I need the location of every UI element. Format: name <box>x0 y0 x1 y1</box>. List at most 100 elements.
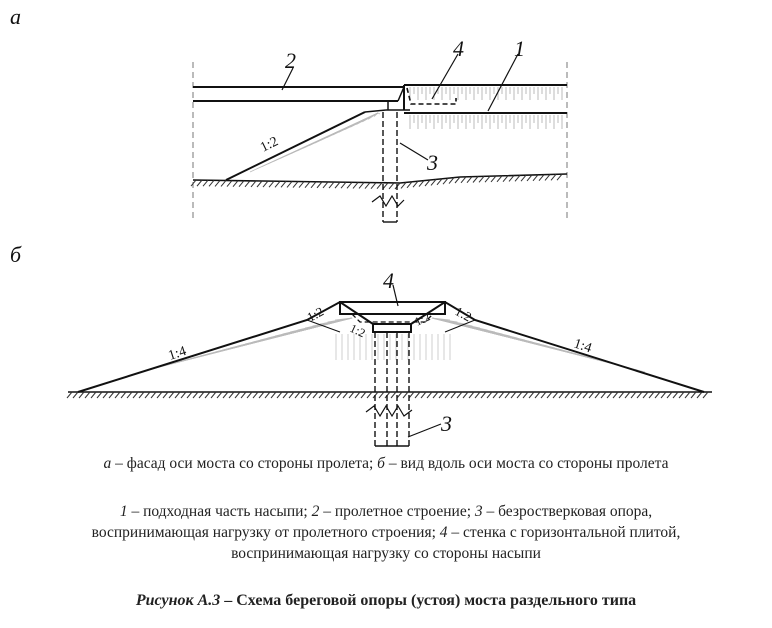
figure-title: – Схема береговой опоры (устоя) моста ра… <box>220 592 637 609</box>
soil-hatch <box>102 391 109 399</box>
soil-hatch <box>544 174 551 181</box>
soil-hatch <box>582 391 589 399</box>
soil-hatch <box>496 175 503 183</box>
soil-hatch <box>298 181 305 188</box>
legend-text-2: – пролетное строение; <box>319 503 475 520</box>
soil-hatch <box>240 391 247 399</box>
legend-line-2: воспринимающая нагрузку от пролетного ст… <box>0 524 772 542</box>
leader-1 <box>487 53 519 112</box>
soil-hatch <box>522 391 529 399</box>
soil-hatch <box>318 391 325 399</box>
soil-hatch <box>288 391 295 399</box>
soil-hatch <box>244 180 251 188</box>
soil-hatch <box>678 391 685 399</box>
soil-hatch <box>444 391 451 399</box>
slope-left-upper-label: 1:2 <box>304 304 326 325</box>
panel-a-facade: а <box>10 4 568 223</box>
soil-hatch <box>262 180 269 188</box>
soil-hatch <box>474 391 481 399</box>
soil-hatch <box>168 391 175 399</box>
soil-hatch <box>300 391 307 399</box>
soil-hatch <box>264 391 271 399</box>
callout-1: 1 <box>514 36 525 61</box>
slope-right-upper-label: 1:2 <box>453 303 475 324</box>
soil-hatch <box>280 181 287 188</box>
soil-hatch <box>72 391 79 399</box>
soil-hatch <box>330 391 337 399</box>
soil-hatch <box>246 391 253 399</box>
soil-hatch <box>252 391 259 399</box>
soil-hatch <box>430 179 437 186</box>
panel-b-break-mark <box>365 404 413 418</box>
soil-hatch <box>222 391 229 399</box>
soil-hatch <box>468 391 475 399</box>
soil-hatch <box>448 177 455 184</box>
soil-hatch <box>292 181 299 188</box>
soil-hatch <box>438 391 445 399</box>
soil-hatch <box>334 181 341 189</box>
leader-2 <box>281 67 294 91</box>
soil-hatch <box>478 176 485 183</box>
soil-hatch <box>214 180 221 187</box>
soil-hatch <box>550 173 557 181</box>
soil-hatch <box>364 182 371 189</box>
soil-hatch <box>462 391 469 399</box>
legend-text-3b: воспринимающая нагрузку от пролетного ст… <box>91 524 440 541</box>
soil-hatch <box>282 391 289 399</box>
soil-hatch <box>144 391 151 399</box>
soil-hatch <box>436 178 443 186</box>
legend-text-1: – подходная часть насыпи; <box>127 503 312 520</box>
soil-hatch <box>606 391 613 399</box>
soil-hatch <box>654 391 661 399</box>
wall-with-plate <box>406 87 457 105</box>
soil-hatch <box>192 391 199 399</box>
soil-hatch <box>108 391 115 399</box>
soil-hatch <box>492 391 499 399</box>
soil-hatch <box>636 391 643 399</box>
soil-hatch <box>270 391 277 399</box>
soil-hatch <box>376 182 383 190</box>
slope-left-inner-label: 1:2 <box>348 321 368 340</box>
soil-hatch <box>162 391 169 399</box>
soil-hatch <box>66 391 73 399</box>
soil-hatch <box>304 181 311 189</box>
soil-hatch <box>660 391 667 399</box>
soil-hatch <box>216 391 223 399</box>
legend-key-b: б <box>377 455 385 472</box>
soil-hatch <box>696 391 703 399</box>
slope-left-outer-label: 1:4 <box>167 344 189 364</box>
soil-hatch <box>120 391 127 399</box>
soil-hatch <box>666 391 673 399</box>
soil-hatch <box>414 391 421 399</box>
callout-4-a: 4 <box>453 36 464 61</box>
soil-hatch <box>442 177 449 185</box>
legend-text-3: – безростверковая опора, <box>482 503 653 520</box>
soil-hatch <box>502 175 509 182</box>
leader-3-b <box>407 423 442 438</box>
soil-hatch <box>508 175 515 182</box>
slope-right-outer-label: 1:4 <box>572 337 594 357</box>
leader-4-b <box>392 284 399 307</box>
soil-hatch <box>570 391 577 399</box>
panel-a-ground <box>190 173 568 190</box>
legend-key-3: 3 <box>474 503 483 520</box>
soil-hatch <box>418 180 425 187</box>
soil-hatch <box>346 181 353 189</box>
soil-hatch <box>156 391 163 399</box>
soil-hatch <box>420 391 427 399</box>
leader-3-a <box>399 142 429 161</box>
panel-b-letter: б <box>10 242 22 267</box>
soil-hatch <box>510 391 517 399</box>
soil-hatch <box>232 180 239 187</box>
soil-hatch <box>268 180 275 188</box>
soil-hatch <box>540 391 547 399</box>
soil-hatch <box>498 391 505 399</box>
soil-hatch <box>84 391 91 399</box>
soil-hatch <box>126 391 133 399</box>
soil-hatch <box>480 391 487 399</box>
soil-hatch <box>402 391 409 399</box>
soil-hatch <box>276 391 283 399</box>
soil-hatch <box>556 173 563 181</box>
soil-hatch <box>514 174 521 182</box>
soil-hatch <box>190 179 197 187</box>
